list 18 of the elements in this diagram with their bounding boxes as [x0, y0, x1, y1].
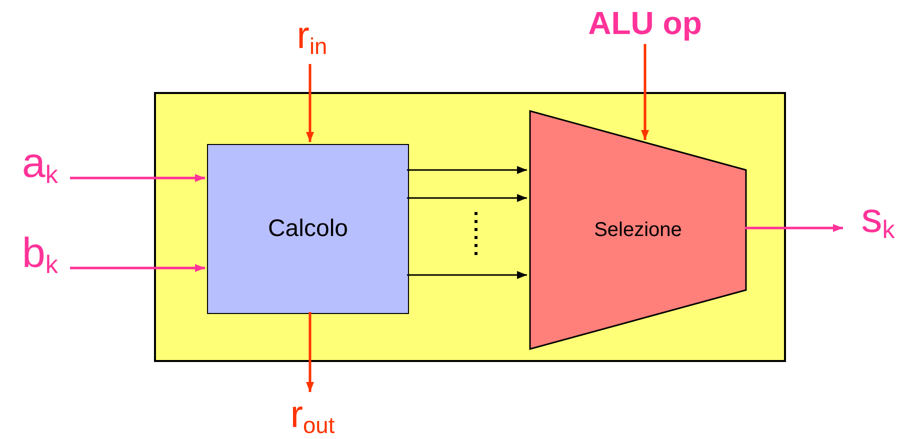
process-box: Calcolo	[207, 144, 409, 314]
block-label: Selezione	[594, 218, 682, 243]
signal-label: r$_{in}$	[296, 17, 328, 55]
arrow	[407, 271, 527, 279]
signal-label: a$_{k}$	[22, 142, 58, 184]
signal-label: ALU op	[588, 7, 702, 39]
arrow	[641, 44, 649, 140]
signal-label: s$_{k}$	[861, 197, 895, 239]
arrow	[306, 64, 314, 142]
arrow	[745, 224, 843, 232]
arrow	[70, 174, 205, 182]
signal-label: r$_{out}$	[290, 396, 335, 434]
arrow	[70, 264, 205, 272]
arrow	[407, 166, 527, 174]
module-box	[154, 92, 786, 362]
signal-label: b$_{k}$	[22, 232, 58, 274]
arrow	[306, 312, 314, 392]
arrow	[407, 194, 527, 202]
